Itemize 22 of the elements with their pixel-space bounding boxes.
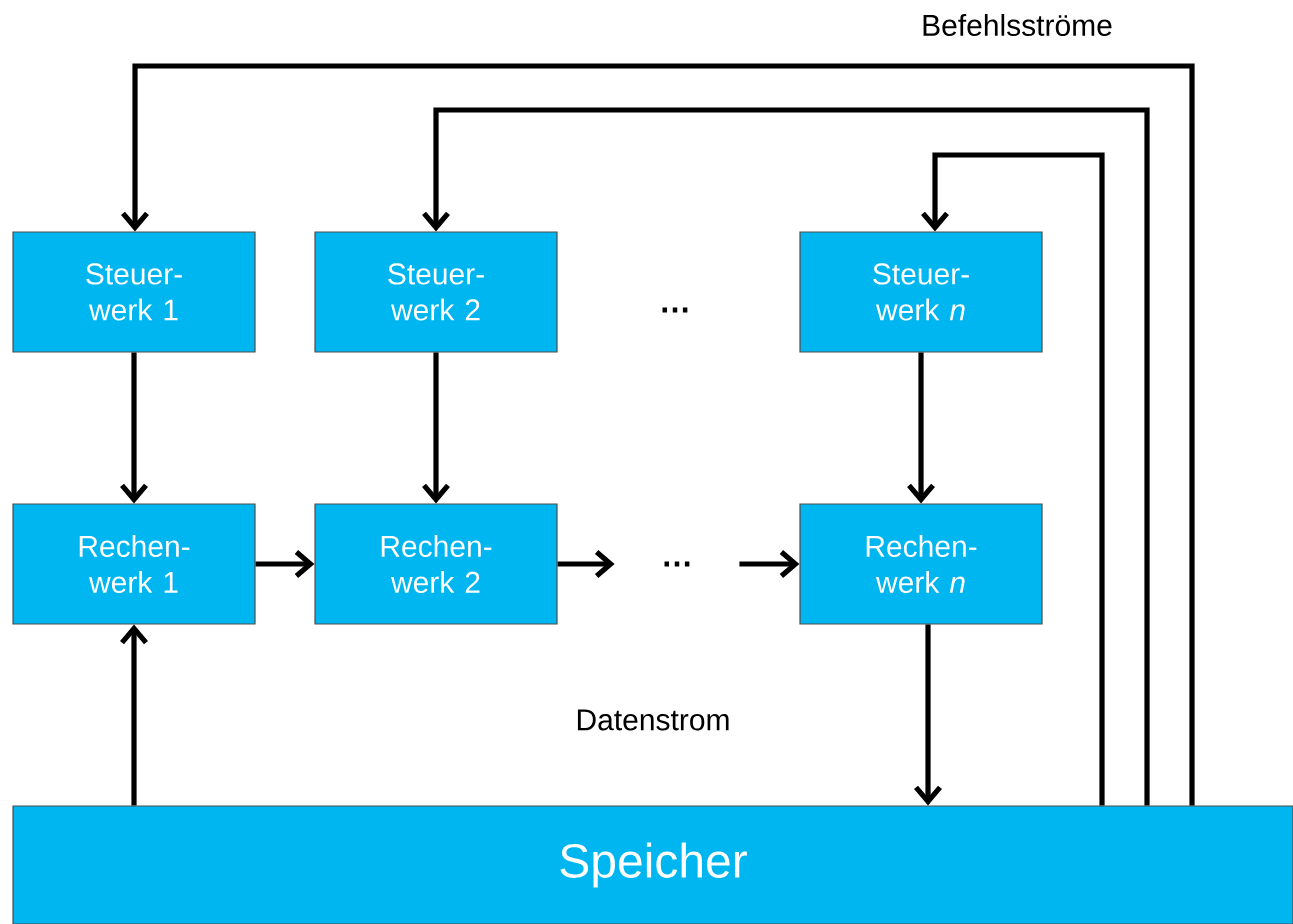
memory-bar: Speicher [12, 805, 1293, 924]
unit-box: Rechen- werk n [799, 503, 1043, 625]
arrow [739, 550, 800, 578]
unit-box: Rechen- werk 2 [314, 503, 558, 625]
stream-label: Befehlsströme [923, 14, 1112, 36]
arrow [557, 550, 615, 578]
ellipsis-text: … [662, 307, 688, 313]
unit-box: Steuer- werk 2 [314, 231, 558, 353]
arrow [422, 107, 1150, 806]
arrow [121, 63, 1195, 806]
arrow [120, 352, 148, 504]
ellipsis-text: … [664, 561, 690, 567]
arrow [120, 624, 148, 806]
unit-box: Steuer- werk 1 [12, 231, 256, 353]
arrow [422, 352, 450, 504]
unit-box: Rechen- werk 1 [12, 503, 256, 625]
stream-label: Datenstrom [577, 709, 729, 731]
arrow [921, 152, 1105, 806]
arrow [907, 352, 935, 504]
unit-box: Steuer- werk n [799, 231, 1043, 353]
arrow [255, 550, 315, 578]
arrow [914, 624, 942, 806]
